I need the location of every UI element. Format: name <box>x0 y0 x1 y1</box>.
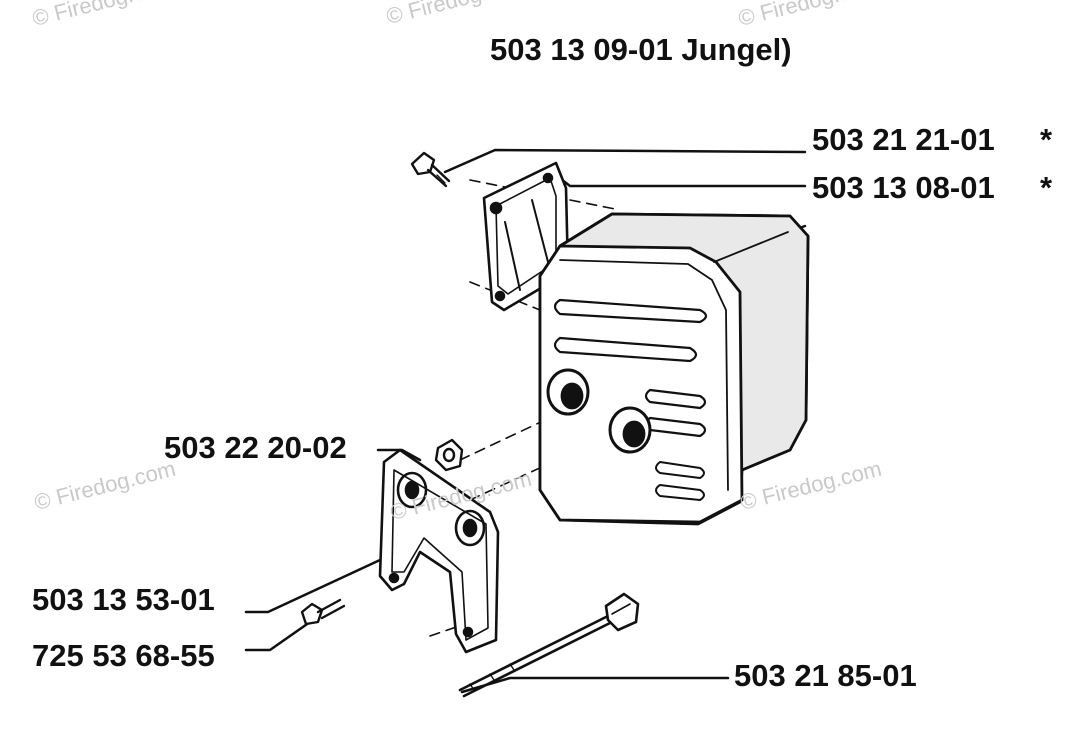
screw-icon <box>300 598 346 626</box>
part-number-label: 503 21 21-01 <box>812 122 995 157</box>
part-number-label: 503 13 08-01 <box>812 170 995 205</box>
gasket-plate <box>378 448 500 654</box>
nut-icon <box>434 438 464 472</box>
muffler-body <box>538 212 810 526</box>
bolt-icon <box>410 151 451 188</box>
part-number-label: 503 22 20-02 <box>164 430 347 465</box>
part-number-label: 725 53 68-55 <box>32 638 215 673</box>
part-mark: * <box>1040 170 1053 205</box>
part-number-label: 503 21 85-01 <box>734 658 917 693</box>
diagram-title: 503 13 09-01 Jungel) <box>490 32 792 67</box>
part-number-label: 503 13 53-01 <box>32 582 215 617</box>
long-bolt-icon <box>458 592 640 698</box>
part-mark: * <box>1040 122 1053 157</box>
